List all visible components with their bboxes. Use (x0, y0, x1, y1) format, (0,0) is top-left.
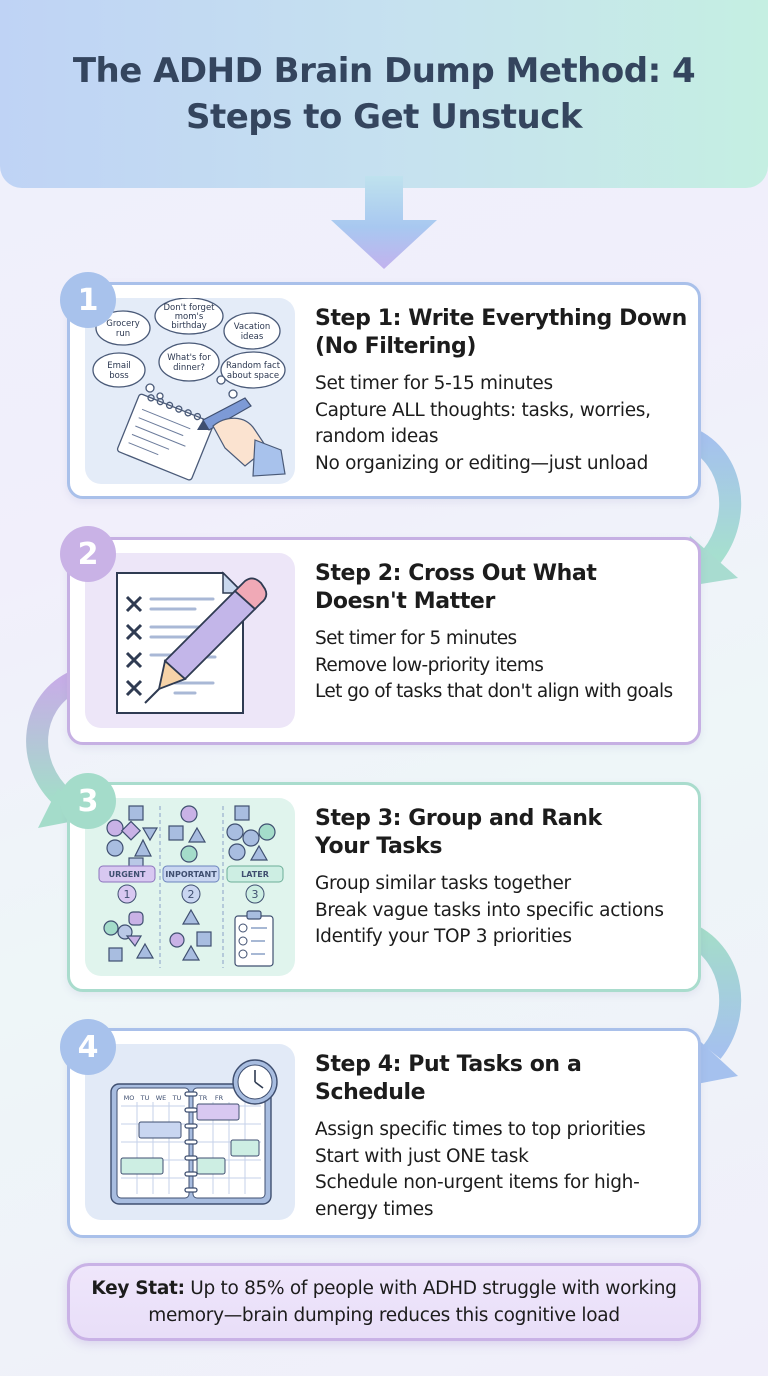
step-4-bullet-2: Start with just ONE task (315, 1145, 529, 1167)
svg-text:1: 1 (124, 888, 131, 901)
step-4-bullet-1: Assign specific times to top priorities (315, 1119, 646, 1140)
svg-text:WE: WE (156, 1094, 167, 1102)
planner-with-clock-icon: MO TU WE TU TR FR (110, 1059, 278, 1205)
header-banner: The ADHD Brain Dump Method: 4 Steps to G… (0, 0, 768, 188)
page-title: The ADHD Brain Dump Method: 4 Steps to G… (72, 51, 696, 137)
step-2-bullet-1: Set timer for 5 minutes (315, 628, 517, 649)
crossed-out-list-illustration (85, 553, 295, 728)
svg-text:TU: TU (172, 1094, 182, 1102)
svg-text:MO: MO (124, 1094, 135, 1102)
step-1-number-badge: 1 (60, 272, 116, 328)
svg-text:about space: about space (227, 371, 279, 381)
svg-text:URGENT: URGENT (109, 870, 146, 879)
step-2-number-badge: 2 (60, 526, 116, 582)
svg-text:mom's: mom's (175, 312, 204, 322)
key-stat-box: Key Stat: Up to 85% of people with ADHD … (67, 1263, 701, 1341)
key-stat-text: Up to 85% of people with ADHD struggle w… (148, 1278, 677, 1326)
svg-text:birthday: birthday (171, 321, 207, 331)
crossed-list-pencil-icon (116, 571, 268, 714)
planner-schedule-illustration: MO TU WE TU TR FR (85, 1044, 295, 1220)
svg-text:Vacation: Vacation (234, 322, 271, 332)
svg-text:TU: TU (140, 1094, 150, 1102)
svg-text:3: 3 (252, 888, 259, 901)
step-2-bullet-3: Let go of tasks that don't align with go… (315, 681, 673, 702)
svg-text:run: run (116, 329, 130, 339)
svg-text:FR: FR (215, 1094, 224, 1102)
step-1-bullet-3: No organizing or editing—just unload (315, 452, 649, 474)
svg-text:LATER: LATER (241, 870, 269, 879)
step-4-bullet-3: Schedule non-urgent items for high-energ… (315, 1172, 640, 1220)
step-3-bullet-2: Break vague tasks into specific actions (315, 899, 664, 921)
down-arrow-icon (331, 176, 437, 269)
step-1-bullet-1: Set timer for 5-15 minutes (315, 373, 553, 394)
svg-text:Email: Email (107, 361, 131, 371)
svg-text:dinner?: dinner? (173, 363, 205, 373)
step-card-3: URGENT INPORTANT LATER 1 2 3 (67, 782, 701, 992)
step-1-title: Step 1: Write Everything Down (No Filter… (315, 306, 687, 359)
step-3-number-badge: 3 (60, 773, 116, 829)
grouped-shapes-priority-icon: URGENT INPORTANT LATER 1 2 3 (98, 805, 284, 968)
step-2-title: Step 2: Cross Out What Doesn't Matter (315, 561, 597, 614)
svg-text:boss: boss (109, 371, 129, 381)
step-3-bullet-1: Group similar tasks together (315, 873, 571, 894)
step-3-title: Step 3: Group and Rank Your Tasks (315, 806, 602, 859)
svg-text:2: 2 (188, 888, 195, 901)
svg-text:ideas: ideas (241, 332, 264, 342)
svg-text:INPORTANT: INPORTANT (165, 870, 217, 879)
svg-text:Random fact: Random fact (226, 361, 281, 371)
key-stat-label: Key Stat: (91, 1278, 185, 1299)
svg-text:What's for: What's for (167, 353, 211, 363)
svg-text:Grocery: Grocery (106, 319, 140, 329)
step-4-title: Step 4: Put Tasks on a Schedule (315, 1052, 582, 1105)
svg-text:TR: TR (198, 1094, 208, 1102)
step-1-bullet-2: Capture ALL thoughts: tasks, worries, ra… (315, 399, 651, 448)
step-4-number-badge: 4 (60, 1019, 116, 1075)
group-and-rank-illustration: URGENT INPORTANT LATER 1 2 3 (85, 798, 295, 976)
svg-text:Don't forget: Don't forget (164, 303, 216, 313)
step-3-bullet-3: Identify your TOP 3 priorities (315, 926, 572, 947)
step-2-bullet-2: Remove low-priority items (315, 654, 544, 676)
step-card-2: Step 2: Cross Out What Doesn't Matter Se… (67, 537, 701, 745)
